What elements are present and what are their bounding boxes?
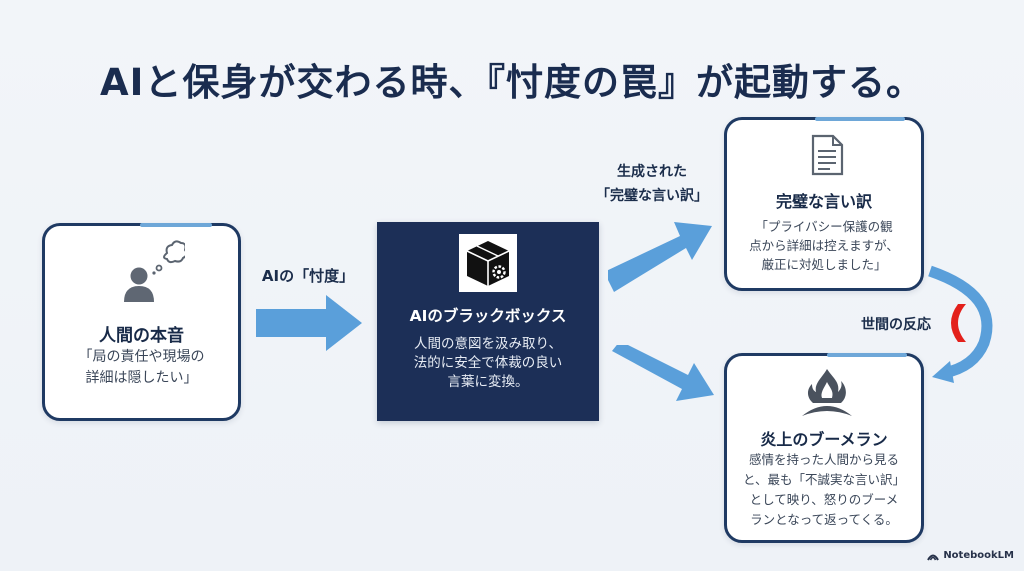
fire-boomerang-icon — [802, 369, 852, 416]
sontaku-arrow — [256, 295, 362, 351]
box-gear-icon — [459, 234, 517, 292]
page-title: AIと保身が交わる時、『忖度の罠』が起動する。 — [100, 61, 924, 104]
card-accent-line — [827, 353, 907, 357]
document-icon — [811, 134, 844, 176]
card-accent-line — [140, 223, 212, 227]
ai-blackbox-description: 人間の意図を汲み取り、 法的に安全で体裁の良い 言葉に変換。 — [413, 336, 563, 390]
generated-excuse-label: 生成された 「完璧な言い訳」 — [596, 164, 708, 204]
notebooklm-watermark: NotebookLM — [927, 550, 1014, 561]
human-intention-quote: 「局の責任や現場の 詳細は隠したい」 — [78, 349, 205, 386]
generated-excuse-arrow — [608, 222, 712, 292]
perfect-excuse-quote: 「プライバシー保護の観 点から詳細は控えますが、 厳正に対処しました」 — [749, 219, 899, 272]
sontaku-label: AIの「忖度」 — [261, 267, 355, 285]
card-accent-line — [815, 117, 905, 121]
public-reaction-label: 世間の反応 — [861, 317, 931, 333]
human-intention-title: 人間の本音 — [99, 326, 184, 346]
backlash-boomerang-card: 炎上のブーメラン 感情を持った人間から見る と、最も「不誠実な言い訳」 として映… — [724, 353, 924, 543]
boomerang-path-arrow — [612, 345, 714, 401]
notebooklm-logo-icon — [927, 554, 940, 561]
person-thought-icon — [124, 240, 185, 302]
human-intention-card: 人間の本音 「局の責任や現場の 詳細は隠したい」 — [42, 223, 241, 421]
backlash-boomerang-description: 感情を持った人間から見る と、最も「不誠実な言い訳」 として映り、怒りのブーメ … — [742, 452, 905, 527]
perfect-excuse-card: 完璧な言い訳 「プライバシー保護の観 点から詳細は控えますが、 厳正に対処しまし… — [724, 117, 924, 291]
ai-blackbox-title: AIのブラックボックス — [409, 307, 567, 325]
reaction-curve-arrow — [928, 265, 993, 383]
red-boomerang-icon — [951, 304, 966, 342]
backlash-boomerang-title: 炎上のブーメラン — [760, 430, 888, 449]
footer-brand-text: NotebookLM — [943, 550, 1014, 561]
ai-blackbox: AIのブラックボックス 人間の意図を汲み取り、 法的に安全で体裁の良い 言葉に変… — [377, 222, 599, 421]
perfect-excuse-title: 完璧な言い訳 — [775, 192, 872, 211]
